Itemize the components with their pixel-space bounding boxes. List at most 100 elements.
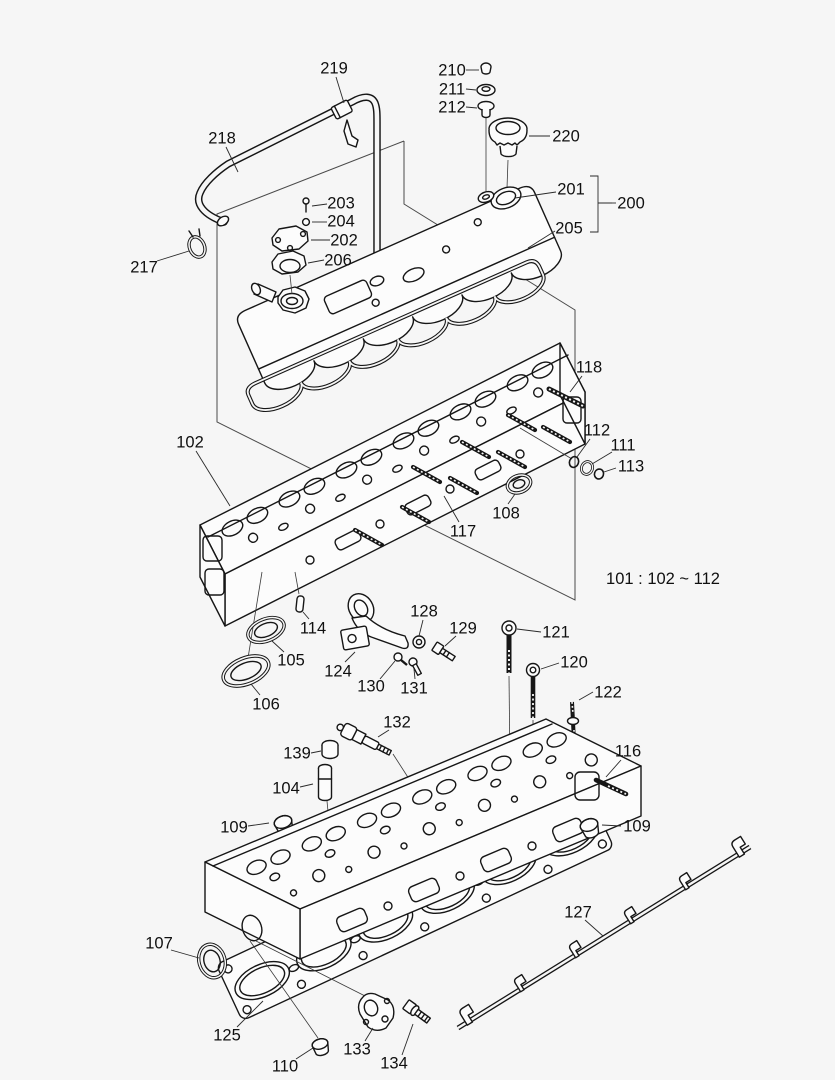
part-113-seal	[593, 468, 605, 480]
callout-label-110-41: 110	[272, 1058, 298, 1076]
callout-label-107-39: 107	[145, 935, 173, 953]
breather-tower	[277, 286, 310, 314]
part-212-grommet	[477, 100, 495, 119]
callout-leader-129-26	[444, 635, 457, 647]
callout-label-131-28: 131	[400, 680, 428, 698]
install-line-110	[249, 940, 319, 1039]
callout-label-133-42: 133	[343, 1041, 371, 1059]
callout-label-112-16: 112	[584, 422, 610, 440]
part-220-oil-filler-cap	[488, 117, 528, 189]
part-200-valve-cover	[236, 185, 563, 391]
callout-label-105-22: 105	[277, 652, 305, 670]
callout-label-203-7: 203	[327, 195, 355, 213]
callout-leader-125-40	[236, 1000, 264, 1028]
callout-leader-120-30	[540, 662, 560, 670]
part-204-ball	[301, 217, 311, 227]
part-203-bolt	[302, 197, 310, 213]
callout-label-109-37: 109	[623, 818, 651, 836]
callout-label-219-0: 219	[320, 60, 348, 78]
callout-leader-109-37	[601, 824, 622, 827]
install-line-112	[519, 427, 573, 460]
part-205-cover-gasket	[245, 259, 546, 412]
callout-leader-127-38	[584, 919, 604, 937]
callout-leader-116-36	[605, 759, 622, 778]
callout-leader-112-16	[576, 438, 591, 458]
part-116-stud	[593, 777, 629, 797]
callout-leader-134-43	[401, 1023, 414, 1056]
callout-leader-203-7	[311, 203, 328, 207]
callout-label-108-19: 108	[492, 505, 520, 523]
callout-leader-114-21	[302, 611, 310, 620]
callout-label-106-23: 106	[252, 696, 280, 714]
part-114-pin	[295, 595, 305, 613]
install-line-114	[294, 571, 300, 595]
part-117-studs	[352, 412, 573, 548]
callout-leader-102-14	[195, 450, 231, 507]
callout-label-114-21: 114	[300, 620, 326, 638]
callout-leader-122-31	[578, 691, 594, 701]
part-124-lifting-bracket	[340, 592, 409, 651]
callout-label-130-27: 130	[357, 678, 385, 696]
callout-label-217-6: 217	[130, 259, 158, 277]
callout-label-113-18: 113	[618, 458, 644, 476]
callout-leader-205-13	[527, 230, 556, 249]
part-107-seal-ring	[196, 942, 228, 980]
callout-leader-109-35	[247, 822, 270, 827]
part-218-breather-hose	[195, 93, 381, 282]
part-101-cylinder-head-lower	[204, 718, 642, 960]
callout-label-200-12: 200	[617, 195, 645, 213]
callout-label-109-35: 109	[220, 819, 248, 837]
part-109-cup-plug-right	[579, 817, 600, 839]
part-131-screw	[408, 657, 423, 677]
subassembly-box-200	[216, 140, 576, 601]
callout-leader-106-23	[250, 683, 261, 696]
callout-label-120-30: 120	[560, 654, 588, 672]
callout-leader-133-42	[364, 1027, 374, 1042]
callout-label-129-26: 129	[449, 620, 477, 638]
part-129-bolt	[431, 641, 456, 662]
callout-leader-107-39	[170, 949, 200, 959]
callout-label-122-31: 122	[594, 684, 622, 702]
callout-leader-218-5	[225, 146, 239, 173]
callout-label-125-40: 125	[213, 1027, 241, 1045]
part-132-glow-plug	[336, 722, 421, 797]
part-106-seal-ring	[221, 654, 271, 688]
callout-leader-121-29	[516, 628, 542, 633]
callout-label-128-25: 128	[410, 603, 438, 621]
callout-leader-219-0	[335, 76, 345, 104]
callout-leader-117-20	[443, 495, 460, 523]
callout-leader-139-33	[310, 750, 322, 754]
part-211-washer	[476, 83, 496, 97]
callout-label-121-29: 121	[542, 624, 570, 642]
callout-label-210-1: 210	[438, 62, 466, 80]
callout-label-102-14: 102	[176, 434, 204, 452]
part-128-washer	[412, 635, 426, 649]
install-line-133	[255, 940, 376, 1002]
callout-label-206-10: 206	[324, 252, 352, 270]
part-202-breather-plate	[271, 225, 309, 252]
group-note: 101 : 102 ~ 112	[606, 570, 720, 588]
callout-leader-110-41	[295, 1047, 314, 1060]
callout-leader-206-10	[307, 259, 325, 264]
callout-label-139-33: 139	[283, 745, 311, 763]
part-130-bolt	[393, 652, 408, 666]
callout-leader-211-2	[465, 88, 477, 91]
part-133-plate	[357, 992, 395, 1031]
callout-leader-111-17	[591, 451, 613, 465]
callout-label-104-34: 104	[272, 780, 300, 798]
callout-label-124-24: 124	[324, 663, 352, 681]
callout-label-111-17: 111	[610, 437, 635, 455]
part-217-hose-clamp	[187, 228, 207, 259]
callout-leader-105-22	[271, 640, 285, 653]
part-210-plug	[480, 62, 492, 75]
part-108-cup-plug	[505, 473, 533, 495]
callout-label-202-9: 202	[330, 232, 358, 250]
callout-leader-201-11	[514, 191, 557, 199]
callout-label-205-13: 205	[555, 220, 583, 238]
install-line-206	[289, 274, 293, 295]
part-121-bolt	[501, 620, 517, 769]
part-219-hose-clamp	[330, 99, 359, 148]
part-134-bolt	[402, 999, 432, 1024]
